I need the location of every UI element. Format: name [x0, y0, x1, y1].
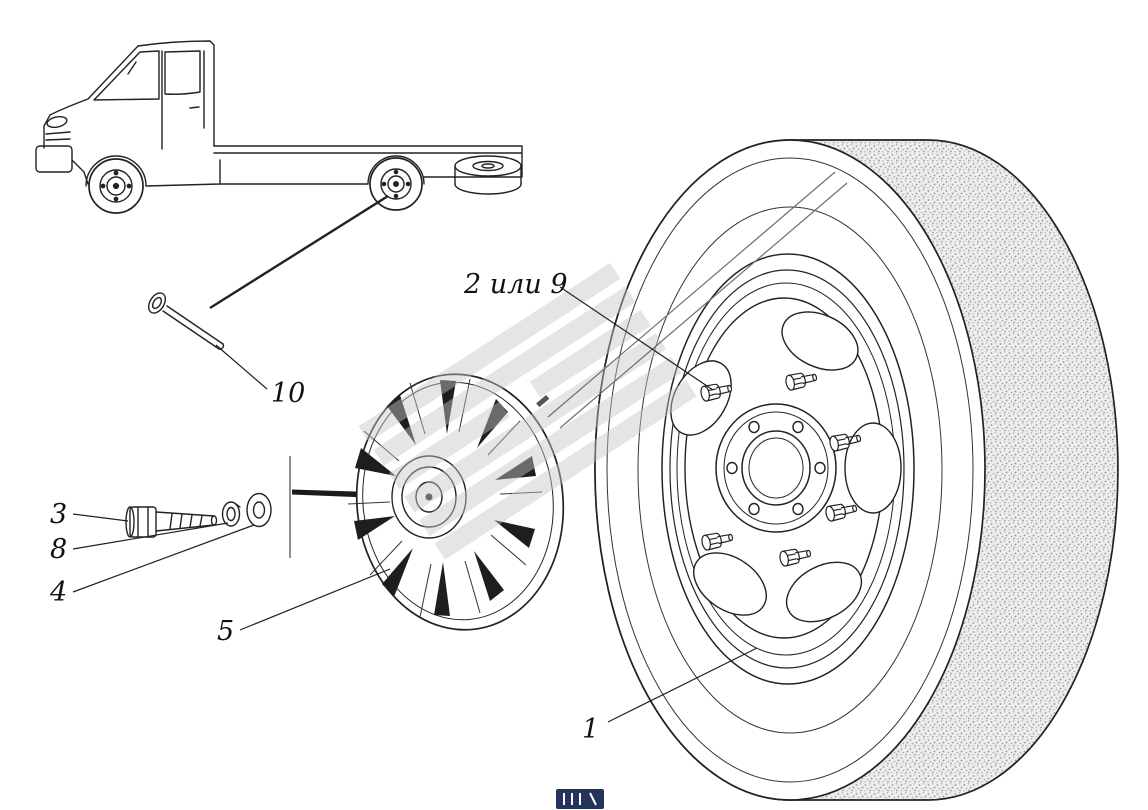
- hub-cap-fan-slots: [354, 380, 536, 616]
- hub-cap-center: [391, 455, 467, 539]
- rim-vent-slots: [670, 311, 902, 623]
- watermark-logo: [556, 789, 604, 809]
- truck-front-wheel: [88, 158, 144, 214]
- watermark-diagonal-lines: [536, 171, 848, 429]
- lug-wrench-illustration: [147, 292, 225, 350]
- leader-spring-washer: [72, 522, 229, 550]
- hub-bolt-illustration: [125, 506, 218, 538]
- wheel-hub: [715, 403, 837, 533]
- spring-washer-illustration: [221, 501, 241, 527]
- watermark-stripes: [358, 262, 697, 560]
- leader-wheel-bolt: [559, 286, 714, 391]
- callout-spring-washer-label: 8: [50, 534, 67, 565]
- hub-cap-illustration: [347, 373, 565, 631]
- flat-washer-illustration: [246, 492, 272, 528]
- pointer-line-truck-to-wheel: [209, 194, 389, 310]
- leader-hub-cap: [239, 568, 391, 631]
- leader-wheel: [607, 647, 758, 723]
- callout-bolt-label: 3: [50, 499, 67, 530]
- truck-spare-wheel: [454, 155, 522, 195]
- leader-bolt: [72, 513, 129, 522]
- callout-hub-cap-label: 5: [217, 616, 234, 647]
- callout-wheel-label: 1: [582, 714, 599, 745]
- hub-cap-vane-lines: [347, 378, 543, 618]
- truck-illustration: [35, 40, 523, 214]
- leader-wrench: [215, 344, 268, 390]
- truck-rear-wheel: [369, 157, 423, 211]
- sidewall-contours: [606, 157, 974, 783]
- callout-wheel-bolt-label: 2 или 9: [463, 269, 568, 300]
- callout-wrench-label: 10: [271, 378, 305, 409]
- wheel-tire-illustration: [594, 139, 1119, 801]
- callout-flat-washer-label: 4: [49, 577, 67, 608]
- leader-lines: [72, 286, 758, 723]
- leader-flat-washer: [72, 524, 255, 593]
